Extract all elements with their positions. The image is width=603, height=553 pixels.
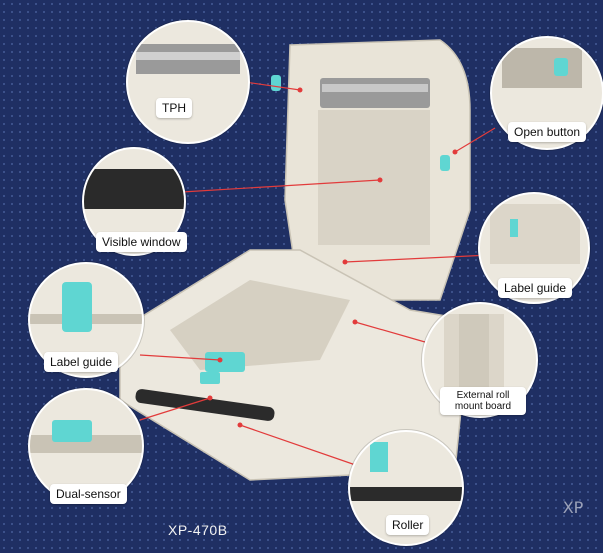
sensor-block	[200, 372, 220, 384]
paper-well	[170, 280, 350, 370]
tph-label: TPH	[156, 98, 192, 118]
label-guide-right-detail-image	[490, 204, 580, 264]
brand-watermark: XP	[562, 498, 584, 517]
model-name: XP-470B	[168, 522, 228, 538]
label-guide-left-detail-image	[30, 282, 142, 332]
visible-window-detail-image	[84, 169, 184, 209]
roller-detail-image	[350, 442, 462, 501]
pointer-dots	[207, 87, 458, 428]
label-guide-right-label: Label guide	[498, 278, 573, 298]
tph-bubble	[126, 20, 250, 144]
lid-inner-panel	[318, 110, 430, 245]
dual-sensor-detail-image	[30, 420, 142, 453]
label-guide-block	[205, 352, 245, 372]
lid-clip-left	[271, 75, 281, 91]
open-button-label: Open button	[508, 122, 587, 142]
open-button-detail-image	[502, 48, 582, 88]
dual-sensor-label: Dual-sensor	[50, 484, 127, 504]
tph-detail-image	[136, 44, 240, 74]
lid-clip-right	[440, 155, 450, 171]
roller-bar	[135, 389, 275, 421]
external-roll-label: External roll mount board	[440, 387, 526, 415]
print-head	[320, 78, 430, 108]
pointer-lines	[139, 81, 496, 471]
visible-window-label: Visible window	[96, 232, 187, 252]
print-head-strip	[322, 84, 428, 92]
roller-label: Roller	[386, 515, 430, 535]
external-roll-detail-image	[444, 314, 504, 394]
label-guide-left-label: Label guide	[44, 352, 119, 372]
